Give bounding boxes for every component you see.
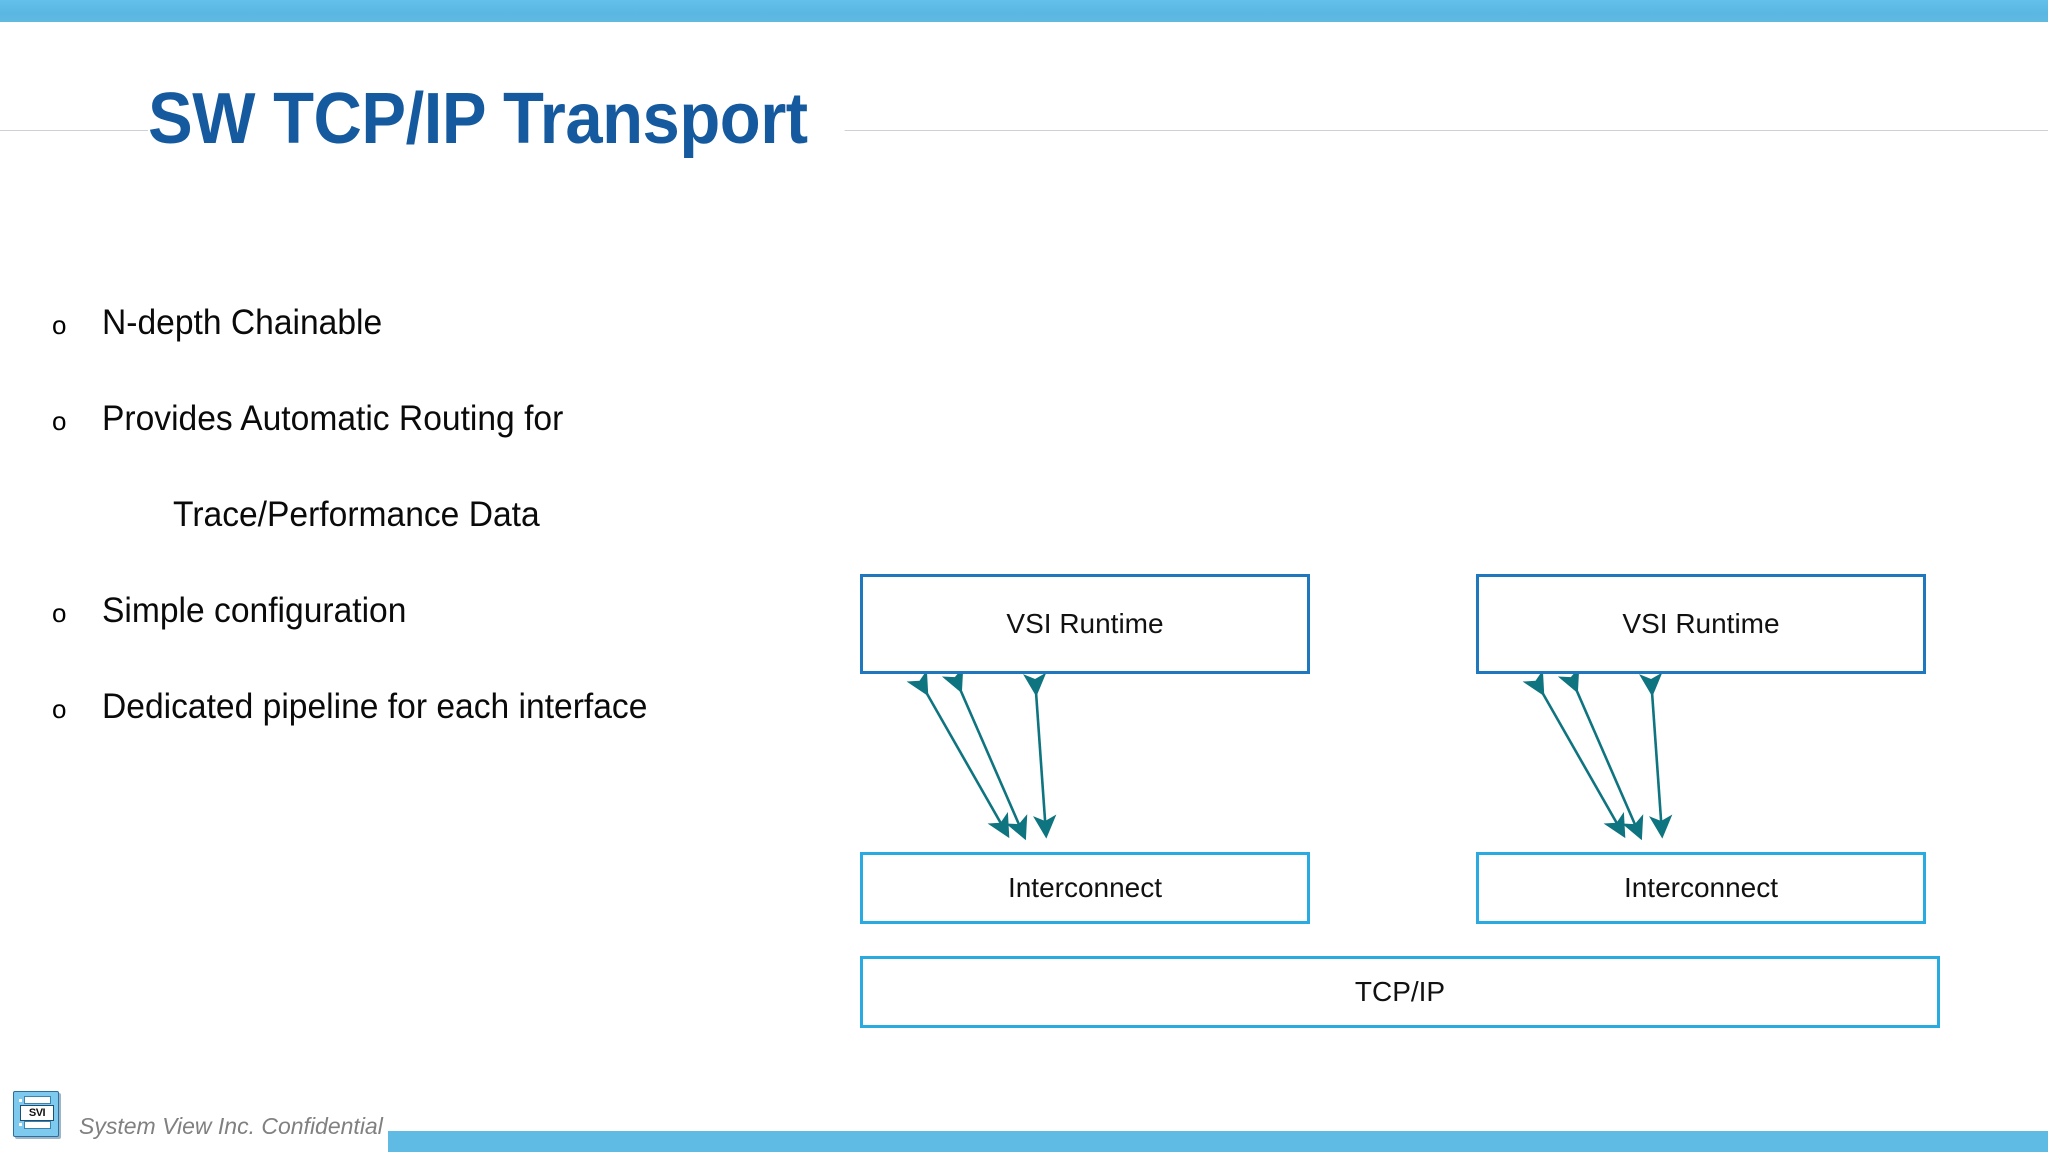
list-item-label: N-depth Chainable (102, 303, 383, 342)
bullet-list: o N-depth Chainable o Provides Automatic… (52, 300, 912, 780)
title-divider-rule (0, 130, 2048, 131)
bidirectional-arrows-right (1522, 674, 1673, 841)
footer-confidential-text: System View Inc. Confidential (79, 1113, 383, 1139)
list-item: o Provides Automatic Routing for (52, 396, 912, 444)
footer-accent-bar (388, 1131, 2048, 1152)
list-item: o Dedicated pipeline for each interface (52, 684, 912, 732)
list-item-continuation: Trace/Performance Data (52, 492, 912, 538)
logo-strip-bottom (24, 1121, 51, 1129)
vsi-runtime-box-right: VSI Runtime (1476, 574, 1926, 674)
circle-bullet-icon: o (52, 406, 67, 436)
vsi-runtime-box-left: VSI Runtime (860, 574, 1310, 674)
circle-bullet-icon: o (52, 598, 67, 628)
logo-strip-top (24, 1096, 51, 1104)
interconnect-box-right: Interconnect (1476, 852, 1926, 924)
list-item: o Simple configuration (52, 588, 912, 636)
logo-wordmark: SVI (20, 1105, 54, 1121)
page-title: SW TCP/IP Transport (148, 78, 845, 160)
logo-dot-bottom (19, 1123, 22, 1126)
logo-dot-top (19, 1099, 22, 1102)
list-item-label: Trace/Performance Data (173, 495, 540, 534)
tcpip-box: TCP/IP (860, 956, 1940, 1028)
list-item: o N-depth Chainable (52, 300, 912, 348)
top-accent-bar (0, 0, 2048, 22)
vsi-runtime-label: VSI Runtime (1006, 608, 1164, 639)
circle-bullet-icon: o (52, 694, 67, 724)
circle-bullet-icon: o (52, 310, 67, 340)
bidirectional-arrows-left (906, 674, 1057, 841)
vsi-runtime-label: VSI Runtime (1622, 608, 1780, 639)
list-item-label: Dedicated pipeline for each interface (102, 687, 648, 726)
architecture-diagram: VSI Runtime VSI Runtime (860, 574, 1940, 1034)
list-item-label: Simple configuration (102, 591, 407, 630)
interconnect-label: Interconnect (1623, 872, 1779, 903)
svi-logo-icon: SVI (11, 1089, 63, 1141)
interconnect-label: Interconnect (1007, 872, 1163, 903)
list-item-label: Provides Automatic Routing for (102, 399, 564, 438)
tcpip-label: TCP/IP (1354, 976, 1446, 1007)
interconnect-box-left: Interconnect (860, 852, 1310, 924)
